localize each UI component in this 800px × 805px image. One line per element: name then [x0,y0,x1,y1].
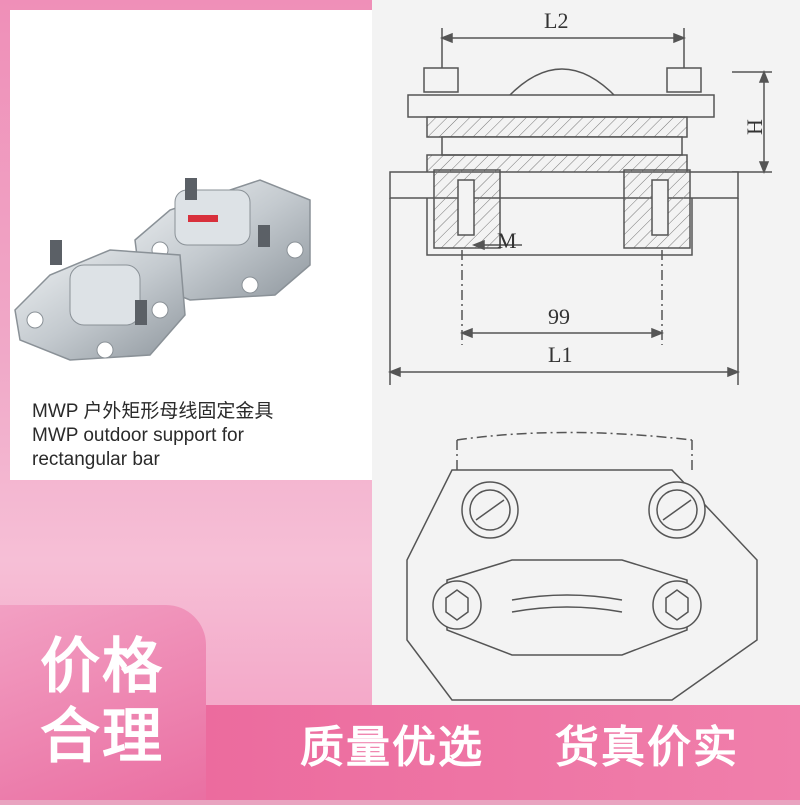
slogan-quality: 质量优选 [300,722,484,773]
technical-drawing: L2 H M 99 L1 [372,0,800,800]
label-99: 99 [548,304,570,329]
product-photo-card: MWP 户外矩形母线固定金具 MWP outdoor support for r… [10,10,372,480]
label-m: M [497,228,517,253]
price-badge-line1: 价格 [40,632,164,702]
price-badge-text: 价格 合理 [40,632,164,772]
product-caption: MWP 户外矩形母线固定金具 MWP outdoor support for r… [32,400,273,472]
fitting-photo [14,178,311,361]
caption-line-en-1: MWP outdoor support for [32,425,244,446]
slogan-genuine: 货真价实 [555,722,739,773]
price-badge-line2: 合理 [40,702,164,772]
label-h: H [742,119,767,135]
fitting-front [14,240,186,361]
label-l1: L1 [548,342,572,367]
caption-line-en-2: rectangular bar [32,449,160,470]
technical-drawing-svg: L2 H M 99 L1 [387,8,772,701]
slogan-band [206,705,800,800]
caption-line-cn: MWP 户外矩形母线固定金具 [32,401,274,422]
price-badge [0,605,206,800]
label-l2: L2 [544,8,568,33]
